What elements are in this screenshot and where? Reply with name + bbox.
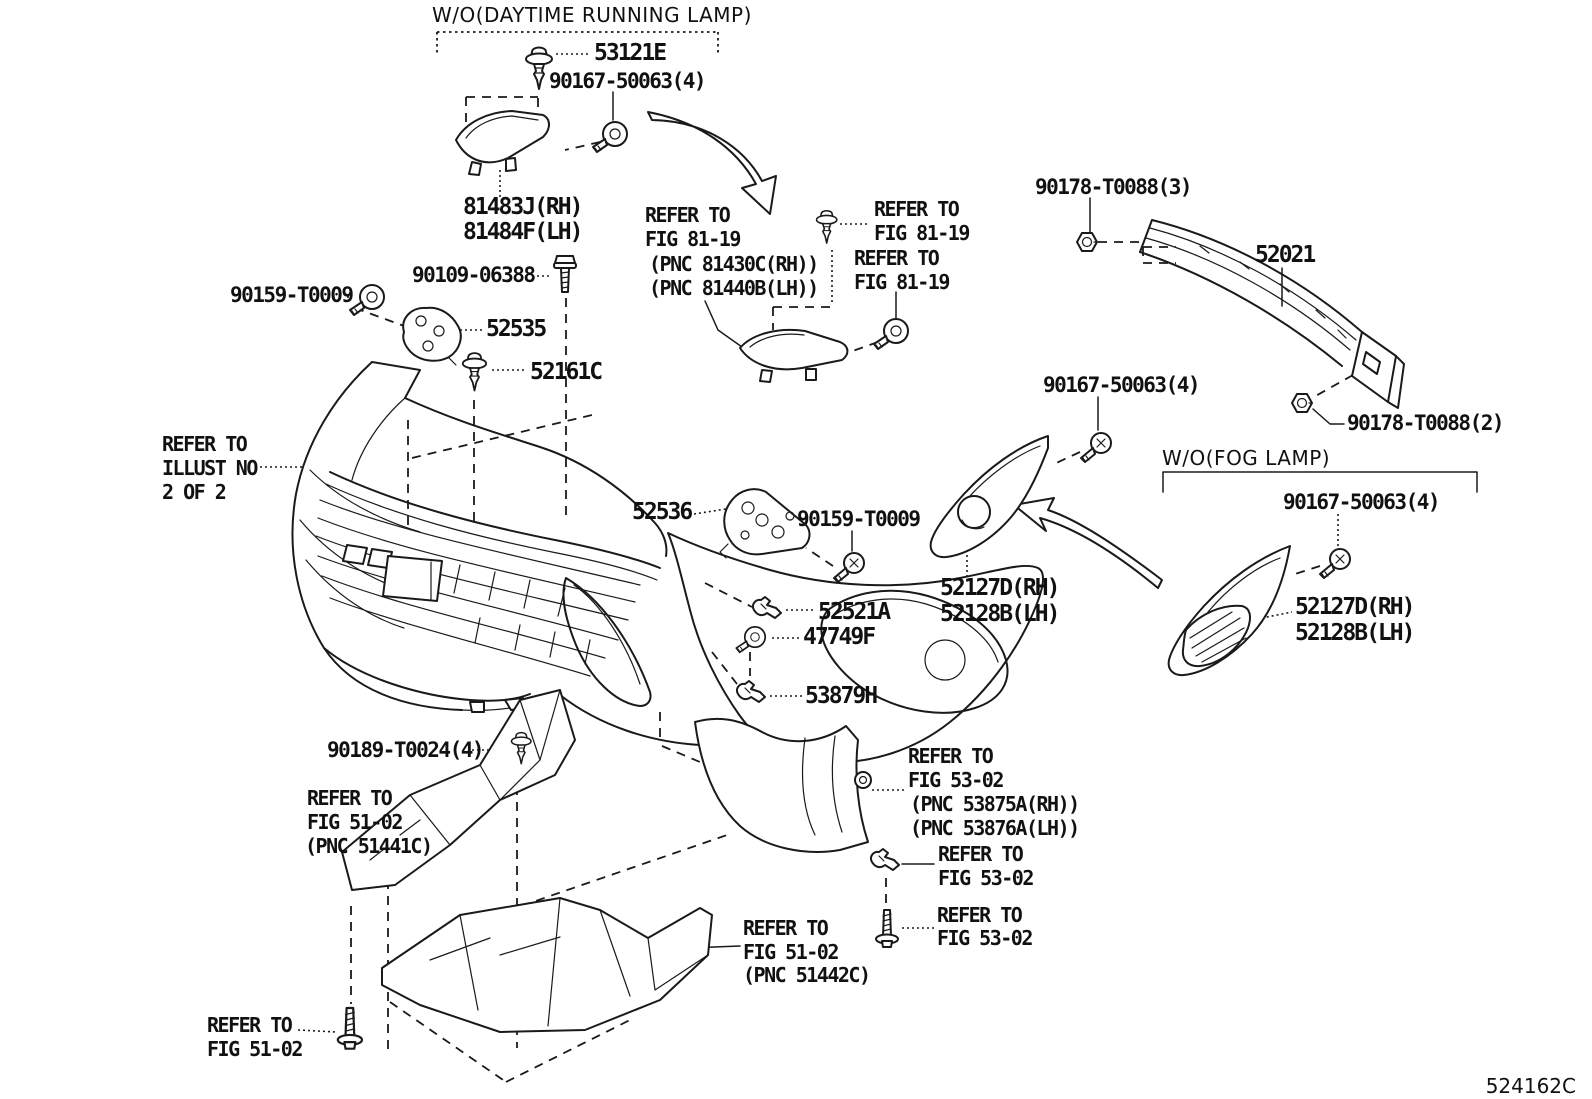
washer-screw-90167-top-icon [592, 121, 628, 153]
note-refer-illust-1: REFER TO [162, 432, 248, 456]
screw-fig51-icon [336, 1006, 364, 1050]
bracket-52535-drawing [402, 306, 462, 366]
note-refer-51441-2: FIG 51-02 [307, 810, 402, 834]
label-90159-T0009-1[interactable]: 90159-T0009 [230, 283, 355, 307]
diagram-code: 524162C [1486, 1074, 1576, 1098]
label-90159-T0009-2[interactable]: 90159-T0009 [797, 507, 922, 531]
screw-90159-2-icon [833, 552, 865, 583]
label-52535[interactable]: 52535 [486, 316, 548, 342]
note-pnc-81430C: (PNC 81430C(RH)) [649, 252, 818, 276]
label-47749F[interactable]: 47749F [803, 624, 877, 650]
note-refer-fig53-clip-2: FIG 53-02 [938, 866, 1033, 890]
grommet-47749F-icon [735, 625, 767, 654]
label-52128B-LH-1[interactable]: 52128B(LH) [940, 601, 1060, 627]
screw-90167-fog1-icon [1080, 432, 1112, 463]
label-52536[interactable]: 52536 [632, 499, 694, 525]
note-refer-fig53-clip-1: REFER TO [938, 842, 1024, 866]
push-clip-fig81-icon [815, 209, 838, 244]
label-52127D-RH-2[interactable]: 52127D(RH) [1295, 594, 1415, 620]
label-53879H[interactable]: 53879H [805, 683, 879, 709]
label-90167-50063-top[interactable]: 90167-50063(4) [549, 69, 707, 93]
header-wo-fog-lamp: W/O(FOG LAMP) [1162, 446, 1330, 470]
drl-lamp-drawing [455, 110, 550, 176]
bolt-90109-icon [553, 255, 577, 293]
note-refer-fig81-mid-1: REFER TO [854, 246, 940, 270]
wo-fog-lamp-bracket [1162, 471, 1478, 493]
label-90189-T0024[interactable]: 90189-T0024(4) [327, 738, 485, 762]
label-52521A[interactable]: 52521A [818, 599, 893, 625]
header-wo-daytime-running-lamp: W/O(DAYTIME RUNNING LAMP) [432, 3, 752, 27]
fender-liner-drawing [694, 717, 872, 853]
note-refer-fig81-mid-2: FIG 81-19 [854, 270, 949, 294]
note-refer-fig53-screw-2: FIG 53-02 [937, 926, 1032, 950]
note-pnc-53875A: (PNC 53875A(RH)) [910, 792, 1079, 816]
note-refer-53875-1: REFER TO [908, 744, 994, 768]
label-90178-T0088-2[interactable]: 90178-T0088(2) [1347, 411, 1505, 435]
note-refer-fig81-left-2: FIG 81-19 [645, 227, 740, 251]
under-cover-2-drawing [381, 897, 713, 1033]
note-refer-illust-3: 2 OF 2 [162, 480, 226, 504]
fog-bezel-drawing [929, 435, 1049, 559]
drl-housing-drawing [739, 328, 849, 383]
bumper-cover-drawing [291, 361, 1044, 764]
label-90178-T0088-3[interactable]: 90178-T0088(3) [1035, 175, 1193, 199]
note-refer-fig81-top-2: FIG 81-19 [874, 221, 969, 245]
clip-fig53-icon [869, 848, 900, 871]
label-90167-50063-fog1[interactable]: 90167-50063(4) [1043, 373, 1201, 397]
washer-screw-fig81-icon [873, 318, 909, 350]
fog-blanking-bezel-drawing [1167, 545, 1291, 677]
note-pnc-51442C: (PNC 51442C) [743, 963, 870, 987]
note-pnc-81440B: (PNC 81440B(LH)) [649, 276, 818, 300]
nut-90178-3-icon [1076, 232, 1098, 252]
note-refer-illust-2: ILLUST NO [162, 456, 258, 480]
screw-fig53-icon [875, 909, 899, 948]
flow-arrow-up-left [1013, 497, 1163, 589]
label-90109-06388[interactable]: 90109-06388 [412, 263, 537, 287]
flow-arrow-down-right [647, 111, 777, 215]
note-refer-fig53-screw-1: REFER TO [937, 903, 1023, 927]
note-refer-fig51-bottom-2: FIG 51-02 [207, 1037, 302, 1061]
note-pnc-51441C: (PNC 51441C) [305, 834, 432, 858]
clip-53879H-icon [735, 680, 766, 703]
push-clip-52161C-icon [461, 352, 488, 392]
grommet-90159-1-icon [349, 284, 385, 316]
note-refer-fig81-left-1: REFER TO [645, 203, 731, 227]
bumper-reinforcement-drawing [1139, 219, 1405, 409]
note-refer-51442-2: FIG 51-02 [743, 940, 838, 964]
bracket-52536-drawing [719, 488, 811, 559]
label-52021[interactable]: 52021 [1255, 242, 1317, 268]
label-81483J-RH[interactable]: 81483J(RH) [463, 194, 583, 220]
label-90167-50063-fog2[interactable]: 90167-50063(4) [1283, 490, 1441, 514]
label-52128B-LH-2[interactable]: 52128B(LH) [1295, 620, 1415, 646]
note-refer-fig51-bottom-1: REFER TO [207, 1013, 293, 1037]
label-53121E[interactable]: 53121E [594, 40, 668, 66]
note-refer-53875-2: FIG 53-02 [908, 768, 1003, 792]
note-refer-51442-1: REFER TO [743, 916, 829, 940]
retainer-52521A-icon [751, 596, 782, 619]
label-81484F-LH[interactable]: 81484F(LH) [463, 219, 583, 245]
nut-90178-2-icon [1291, 393, 1313, 413]
label-52127D-RH-1[interactable]: 52127D(RH) [940, 575, 1060, 601]
note-pnc-53876A: (PNC 53876A(LH)) [910, 816, 1079, 840]
note-refer-fig81-top-1: REFER TO [874, 197, 960, 221]
note-refer-51441-1: REFER TO [307, 786, 393, 810]
wo-drl-bracket [436, 31, 719, 55]
screw-90167-fog2-icon [1319, 548, 1351, 579]
label-52161C[interactable]: 52161C [530, 359, 604, 385]
